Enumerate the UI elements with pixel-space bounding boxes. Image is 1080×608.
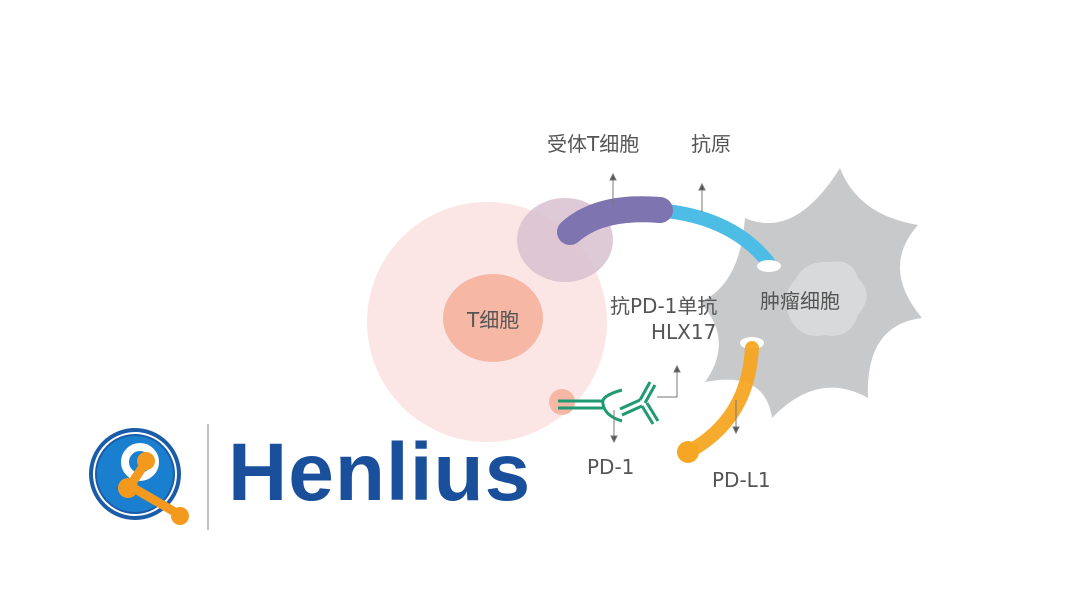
label-t-cell: T细胞	[467, 308, 520, 332]
label-antibody-code: HLX17	[651, 320, 717, 344]
t-cell-nucleus	[443, 274, 543, 362]
t-cell-receptor	[557, 196, 673, 245]
label-pdl1: PD-L1	[712, 468, 771, 492]
henlius-wordmark: Henlius	[228, 427, 532, 518]
label-pd1: PD-1	[587, 455, 635, 479]
pointer-lines	[609, 172, 740, 444]
label-receptor-t-cell: 受体T细胞	[547, 132, 640, 156]
label-antigen: 抗原	[691, 132, 731, 156]
pdl1-molecule	[681, 341, 759, 459]
pdl1-end	[677, 441, 699, 463]
tumor-nucleus	[786, 261, 867, 336]
henlius-logo-icon	[89, 428, 189, 525]
label-tumor-cell: 肿瘤细胞	[760, 289, 840, 313]
label-antibody-name: 抗PD-1单抗	[610, 294, 718, 318]
antigen-site	[757, 260, 781, 272]
pd1-antibody-group	[558, 381, 660, 425]
